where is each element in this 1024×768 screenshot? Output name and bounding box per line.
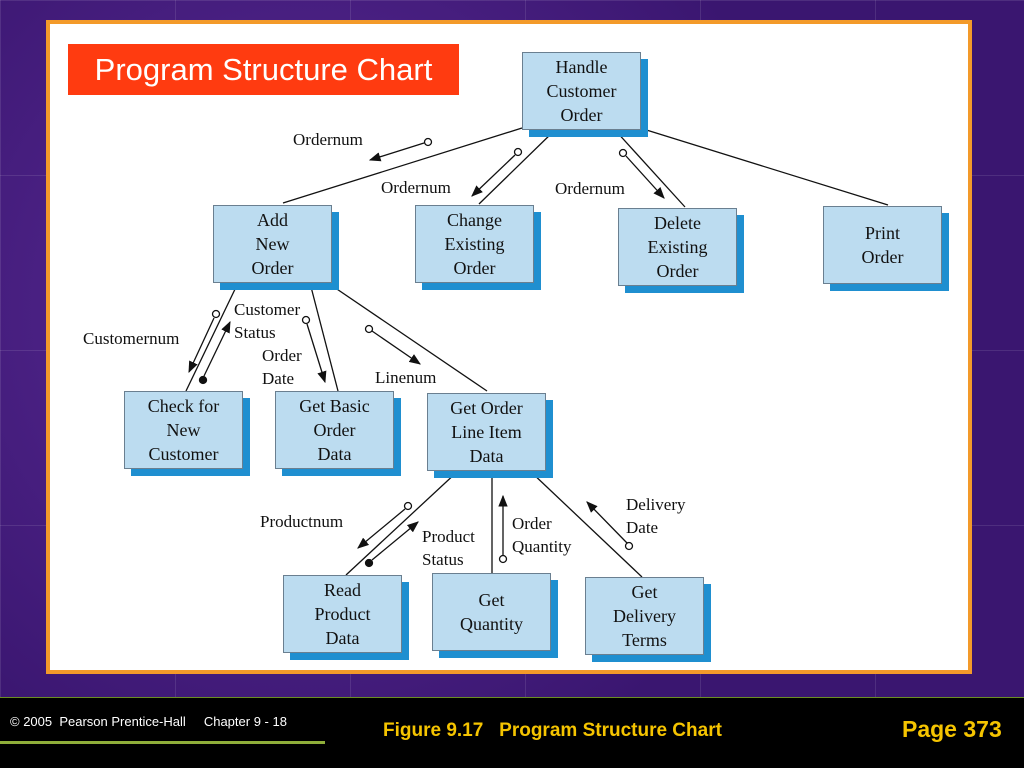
couple-order-date — [306, 323, 327, 384]
figure-caption: Figure 9.17 Program Structure Chart — [383, 720, 722, 741]
label-ordernum-add: Ordernum — [293, 130, 363, 149]
couple-ordernum-change — [471, 154, 516, 197]
label-ordernum-change: Ordernum — [381, 178, 451, 197]
link-add-lineitem — [327, 282, 488, 392]
label-linenum: Linenum — [375, 368, 437, 387]
link-add-basic — [309, 282, 339, 392]
label-ordernum-delete: Ordernum — [555, 179, 625, 198]
structure-lines — [185, 127, 889, 578]
couple-customernum — [188, 317, 215, 374]
link-handle-add — [282, 127, 523, 204]
couple-ordernum-delete — [625, 155, 665, 199]
label-customernum: Customernum — [83, 329, 180, 348]
couple-productnum — [357, 508, 406, 549]
label-productnum: Productnum — [260, 512, 344, 531]
slide-title: Program Structure Chart — [68, 44, 459, 95]
link-add-check — [185, 282, 239, 392]
link-handle-print — [639, 127, 889, 206]
couple-linenum — [371, 330, 421, 365]
link-handle-change — [478, 129, 556, 205]
couple-customer-status — [203, 320, 231, 377]
link-lineitem-read — [345, 470, 459, 576]
footer-underline — [0, 741, 325, 744]
footer-copyright: © 2005 Pearson Prentice-Hall Chapter 9 -… — [10, 714, 287, 729]
link-lineitem-delivery — [529, 470, 643, 578]
couple-product-status — [371, 521, 419, 561]
couple-ordernum-add — [368, 142, 425, 162]
page-number: Page 373 — [902, 716, 1002, 742]
link-handle-delete — [614, 129, 686, 208]
couple-delivery-date — [586, 501, 628, 544]
footer-bar — [0, 698, 1024, 768]
